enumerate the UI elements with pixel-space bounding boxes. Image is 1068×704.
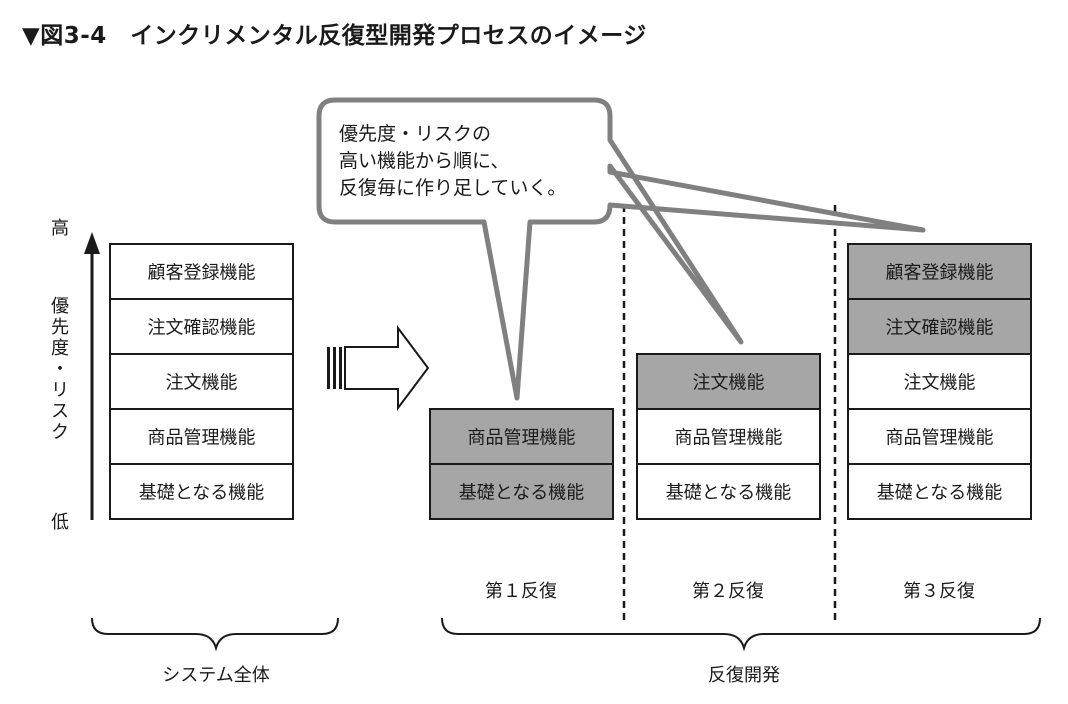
whole-system-box-5 bbox=[109, 463, 294, 520]
iteration-3-box-2 bbox=[847, 298, 1032, 355]
whole-system-box-label-4: 商品管理機能 bbox=[148, 428, 256, 449]
bubble-line-3: 反復毎に作り足していく。 bbox=[339, 177, 566, 199]
whole-system-box-label-3: 注文機能 bbox=[166, 373, 238, 394]
whole-system-box-1 bbox=[109, 243, 294, 300]
iteration-3-box-label-5: 基礎となる機能 bbox=[877, 483, 1002, 504]
iteration-1-box-2 bbox=[429, 463, 614, 520]
iteration-3-box-5 bbox=[847, 463, 1032, 520]
iteration-3-box-1 bbox=[847, 243, 1032, 300]
whole-system-caption: システム全体 bbox=[162, 665, 269, 686]
iteration-2-box-2 bbox=[636, 408, 821, 465]
iteration-1-label: 第１反復 bbox=[485, 581, 557, 602]
axis-low-label: 低 bbox=[51, 512, 69, 533]
whole-system-box-3 bbox=[109, 353, 294, 410]
iteration-1-box-label-2: 基礎となる機能 bbox=[459, 483, 584, 504]
axis-label-char: ス bbox=[51, 401, 69, 422]
iterative-dev-caption: 反復開発 bbox=[708, 665, 780, 686]
callout-bubble: 優先度・リスクの 高い機能から順に、 反復毎に作り足していく。 bbox=[316, 97, 926, 401]
iteration-1-box-label-1: 商品管理機能 bbox=[468, 428, 576, 449]
whole-system-box-label-1: 顧客登録機能 bbox=[148, 263, 256, 284]
bubble-line-1: 優先度・リスクの bbox=[339, 123, 491, 145]
iterative-dev-brace bbox=[441, 617, 1041, 652]
iteration-2-label: 第２反復 bbox=[692, 581, 764, 602]
iteration-2-box-1 bbox=[636, 353, 821, 410]
axis-label-char: 優 bbox=[51, 296, 69, 317]
axis-label-char: ・ bbox=[51, 359, 69, 380]
figure-title: ▼図3-4 インクリメンタル反復型開発プロセスのイメージ bbox=[22, 23, 647, 49]
axis-label-char: 度 bbox=[51, 338, 69, 359]
arrow-up-icon bbox=[84, 232, 100, 254]
iteration-3-box-label-2: 注文確認機能 bbox=[886, 318, 994, 339]
axis-label-char: リ bbox=[51, 380, 69, 401]
iteration-2-box-label-2: 商品管理機能 bbox=[675, 428, 783, 449]
iteration-2-box-label-3: 基礎となる機能 bbox=[666, 483, 791, 504]
bubble-line-2: 高い機能から順に、 bbox=[339, 150, 509, 172]
iteration-2-box-label-1: 注文機能 bbox=[693, 373, 765, 394]
priority-axis: 高 低 優先度・リスク bbox=[51, 218, 100, 533]
iteration-3-label: 第３反復 bbox=[903, 581, 975, 602]
iteration-3-box-label-3: 注文機能 bbox=[904, 373, 976, 394]
axis-label-char: ク bbox=[51, 422, 69, 443]
axis-priority-label: 優先度・リスク bbox=[51, 296, 69, 443]
whole-system-box-label-2: 注文確認機能 bbox=[148, 318, 256, 339]
iteration-3-box-label-4: 商品管理機能 bbox=[886, 428, 994, 449]
whole-system-box-4 bbox=[109, 408, 294, 465]
right-arrow-icon bbox=[327, 325, 430, 411]
whole-system-brace bbox=[91, 617, 339, 652]
axis-label-char: 先 bbox=[51, 317, 69, 338]
iteration-3-box-label-1: 顧客登録機能 bbox=[886, 263, 994, 284]
axis-high-label: 高 bbox=[51, 218, 69, 239]
iteration-2-box-3 bbox=[636, 463, 821, 520]
iteration-3-box-4 bbox=[847, 408, 1032, 465]
iteration-1-box-1 bbox=[429, 408, 614, 465]
whole-system-box-label-5: 基礎となる機能 bbox=[139, 483, 264, 504]
